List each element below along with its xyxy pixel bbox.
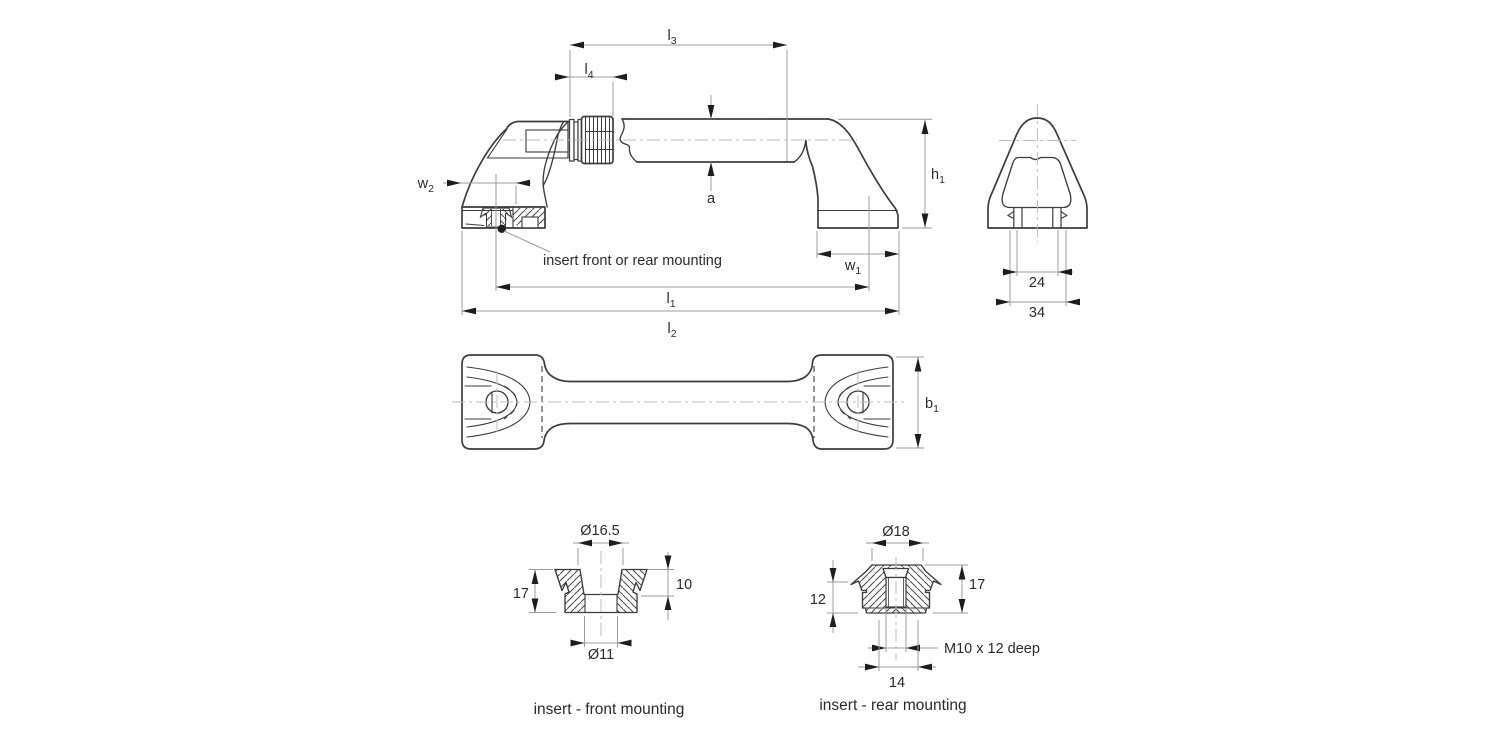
dim-label-l4: l4 bbox=[584, 62, 593, 81]
dim-label-b1: b1 bbox=[925, 396, 939, 415]
end-view-labels: 24 34 bbox=[1029, 275, 1045, 321]
end-view-outline bbox=[987, 117, 1088, 229]
rear-insert-labels: Ø18 12 17 M10 x 12 deep 14 insert - rear… bbox=[810, 524, 1040, 714]
side-view: l3 l4 a h1 w2 w1 l1 l2 insert front or r… bbox=[417, 28, 945, 340]
insert-note: insert front or rear mounting bbox=[543, 253, 722, 269]
front-insert-labels: Ø16.5 17 10 Ø11 insert - front mounting bbox=[513, 523, 692, 718]
rear-insert-caption: insert - rear mounting bbox=[819, 697, 966, 714]
dim-label-front-depth: 10 bbox=[676, 577, 692, 593]
end-view: 24 34 bbox=[987, 104, 1088, 321]
dim-label-front-bottom-dia: Ø11 bbox=[588, 647, 614, 663]
side-view-dimensions bbox=[443, 41, 932, 315]
dim-label-rear-thread: M10 x 12 deep bbox=[944, 641, 1040, 657]
top-view: b1 bbox=[452, 354, 939, 450]
dim-label-front-height: 17 bbox=[513, 586, 529, 602]
handle-outline bbox=[461, 115, 899, 233]
side-view-labels: l3 l4 a h1 w2 w1 l1 l2 insert front or r… bbox=[417, 28, 945, 340]
dim-label-w2: w2 bbox=[417, 176, 434, 195]
dim-label-24: 24 bbox=[1029, 275, 1045, 291]
front-insert-dimensions bbox=[529, 539, 674, 647]
rear-insert-dimensions bbox=[827, 539, 968, 671]
dim-label-l2: l2 bbox=[667, 321, 676, 340]
dim-label-h1: h1 bbox=[931, 167, 945, 186]
dim-label-rear-top-dia: Ø18 bbox=[882, 524, 909, 540]
front-insert-detail: Ø16.5 17 10 Ø11 insert - front mounting bbox=[513, 523, 692, 718]
top-view-centerlines bbox=[452, 371, 905, 434]
dim-label-w1: w1 bbox=[844, 258, 861, 277]
dim-label-front-top-dia: Ø16.5 bbox=[580, 523, 620, 539]
dim-label-l1: l1 bbox=[666, 291, 675, 310]
rear-insert-detail: Ø18 12 17 M10 x 12 deep 14 insert - rear… bbox=[810, 524, 1040, 714]
top-view-dimensions bbox=[896, 356, 924, 449]
dim-label-rear-width: 14 bbox=[889, 675, 905, 691]
front-insert-caption: insert - front mounting bbox=[534, 701, 685, 718]
dim-label-l3: l3 bbox=[667, 28, 676, 47]
dim-label-a: a bbox=[707, 191, 716, 207]
foot-insert-section bbox=[479, 207, 513, 233]
end-view-dimensions bbox=[996, 230, 1080, 306]
dim-label-rear-height: 17 bbox=[969, 577, 985, 593]
front-insert-outline bbox=[554, 568, 648, 614]
top-view-labels: b1 bbox=[925, 396, 939, 415]
dim-label-rear-body-height: 12 bbox=[810, 592, 826, 608]
dim-label-34: 34 bbox=[1029, 305, 1045, 321]
end-view-centerlines bbox=[999, 104, 1076, 242]
insert-leader-dot bbox=[497, 224, 506, 233]
